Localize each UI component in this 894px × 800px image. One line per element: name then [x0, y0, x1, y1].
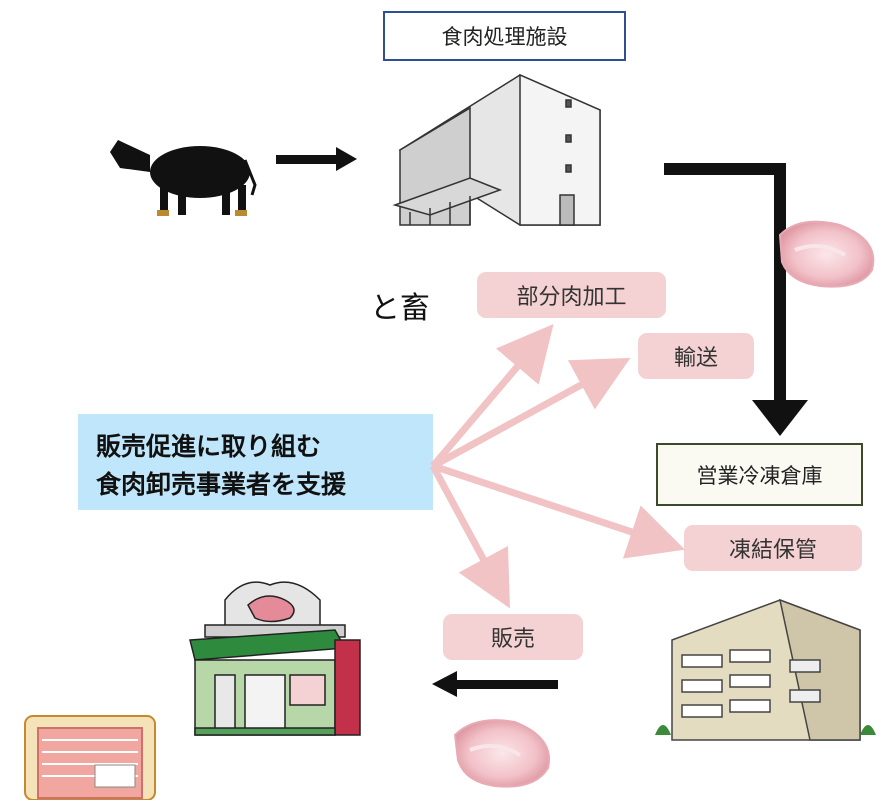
support-box: 販売促進に取り組む 食肉卸売事業者を支援 — [78, 414, 433, 510]
meat-package-icon — [24, 715, 156, 800]
sales-pill: 販売 — [443, 614, 583, 660]
arrow-to-transport — [431, 357, 631, 470]
facility-to-warehouse-arrow — [664, 163, 808, 436]
pink-arrows — [429, 323, 685, 609]
cow-icon — [110, 140, 257, 216]
slaughter-facility-label: 食肉処理施設 — [383, 11, 626, 61]
arrow-to-sales — [429, 464, 510, 609]
slaughter-facility-text: 食肉処理施設 — [441, 25, 568, 49]
meat-icon — [778, 220, 875, 288]
sales-label: 販売 — [490, 627, 535, 652]
cold-storage-text: 営業冷凍倉庫 — [696, 463, 823, 488]
butcher-shop-icon — [189, 581, 361, 736]
slaughter-label: と畜 — [370, 291, 430, 326]
transport-pill: 輸送 — [638, 333, 754, 379]
meat-icon-bottom — [453, 719, 550, 788]
processing-pill: 部分肉加工 — [477, 272, 666, 318]
warehouse-to-shop-arrow — [432, 671, 558, 697]
support-line-2: 食肉卸売事業者を支援 — [96, 470, 347, 499]
frozen-storage-label: 凍結保管 — [728, 538, 817, 563]
arrow-to-frozen-storage — [431, 462, 685, 559]
support-line-1: 販売促進に取り組む — [96, 432, 322, 461]
arrow-to-processing — [430, 323, 554, 469]
factory-building-icon — [392, 73, 601, 226]
slaughter-text: と畜 — [370, 283, 430, 327]
processing-label: 部分肉加工 — [516, 285, 627, 310]
cow-to-facility-arrow — [276, 147, 357, 171]
frozen-storage-pill: 凍結保管 — [684, 525, 862, 571]
warehouse-building-icon — [655, 598, 876, 741]
cold-storage-label: 営業冷凍倉庫 — [656, 443, 863, 506]
transport-label: 輸送 — [673, 346, 718, 371]
